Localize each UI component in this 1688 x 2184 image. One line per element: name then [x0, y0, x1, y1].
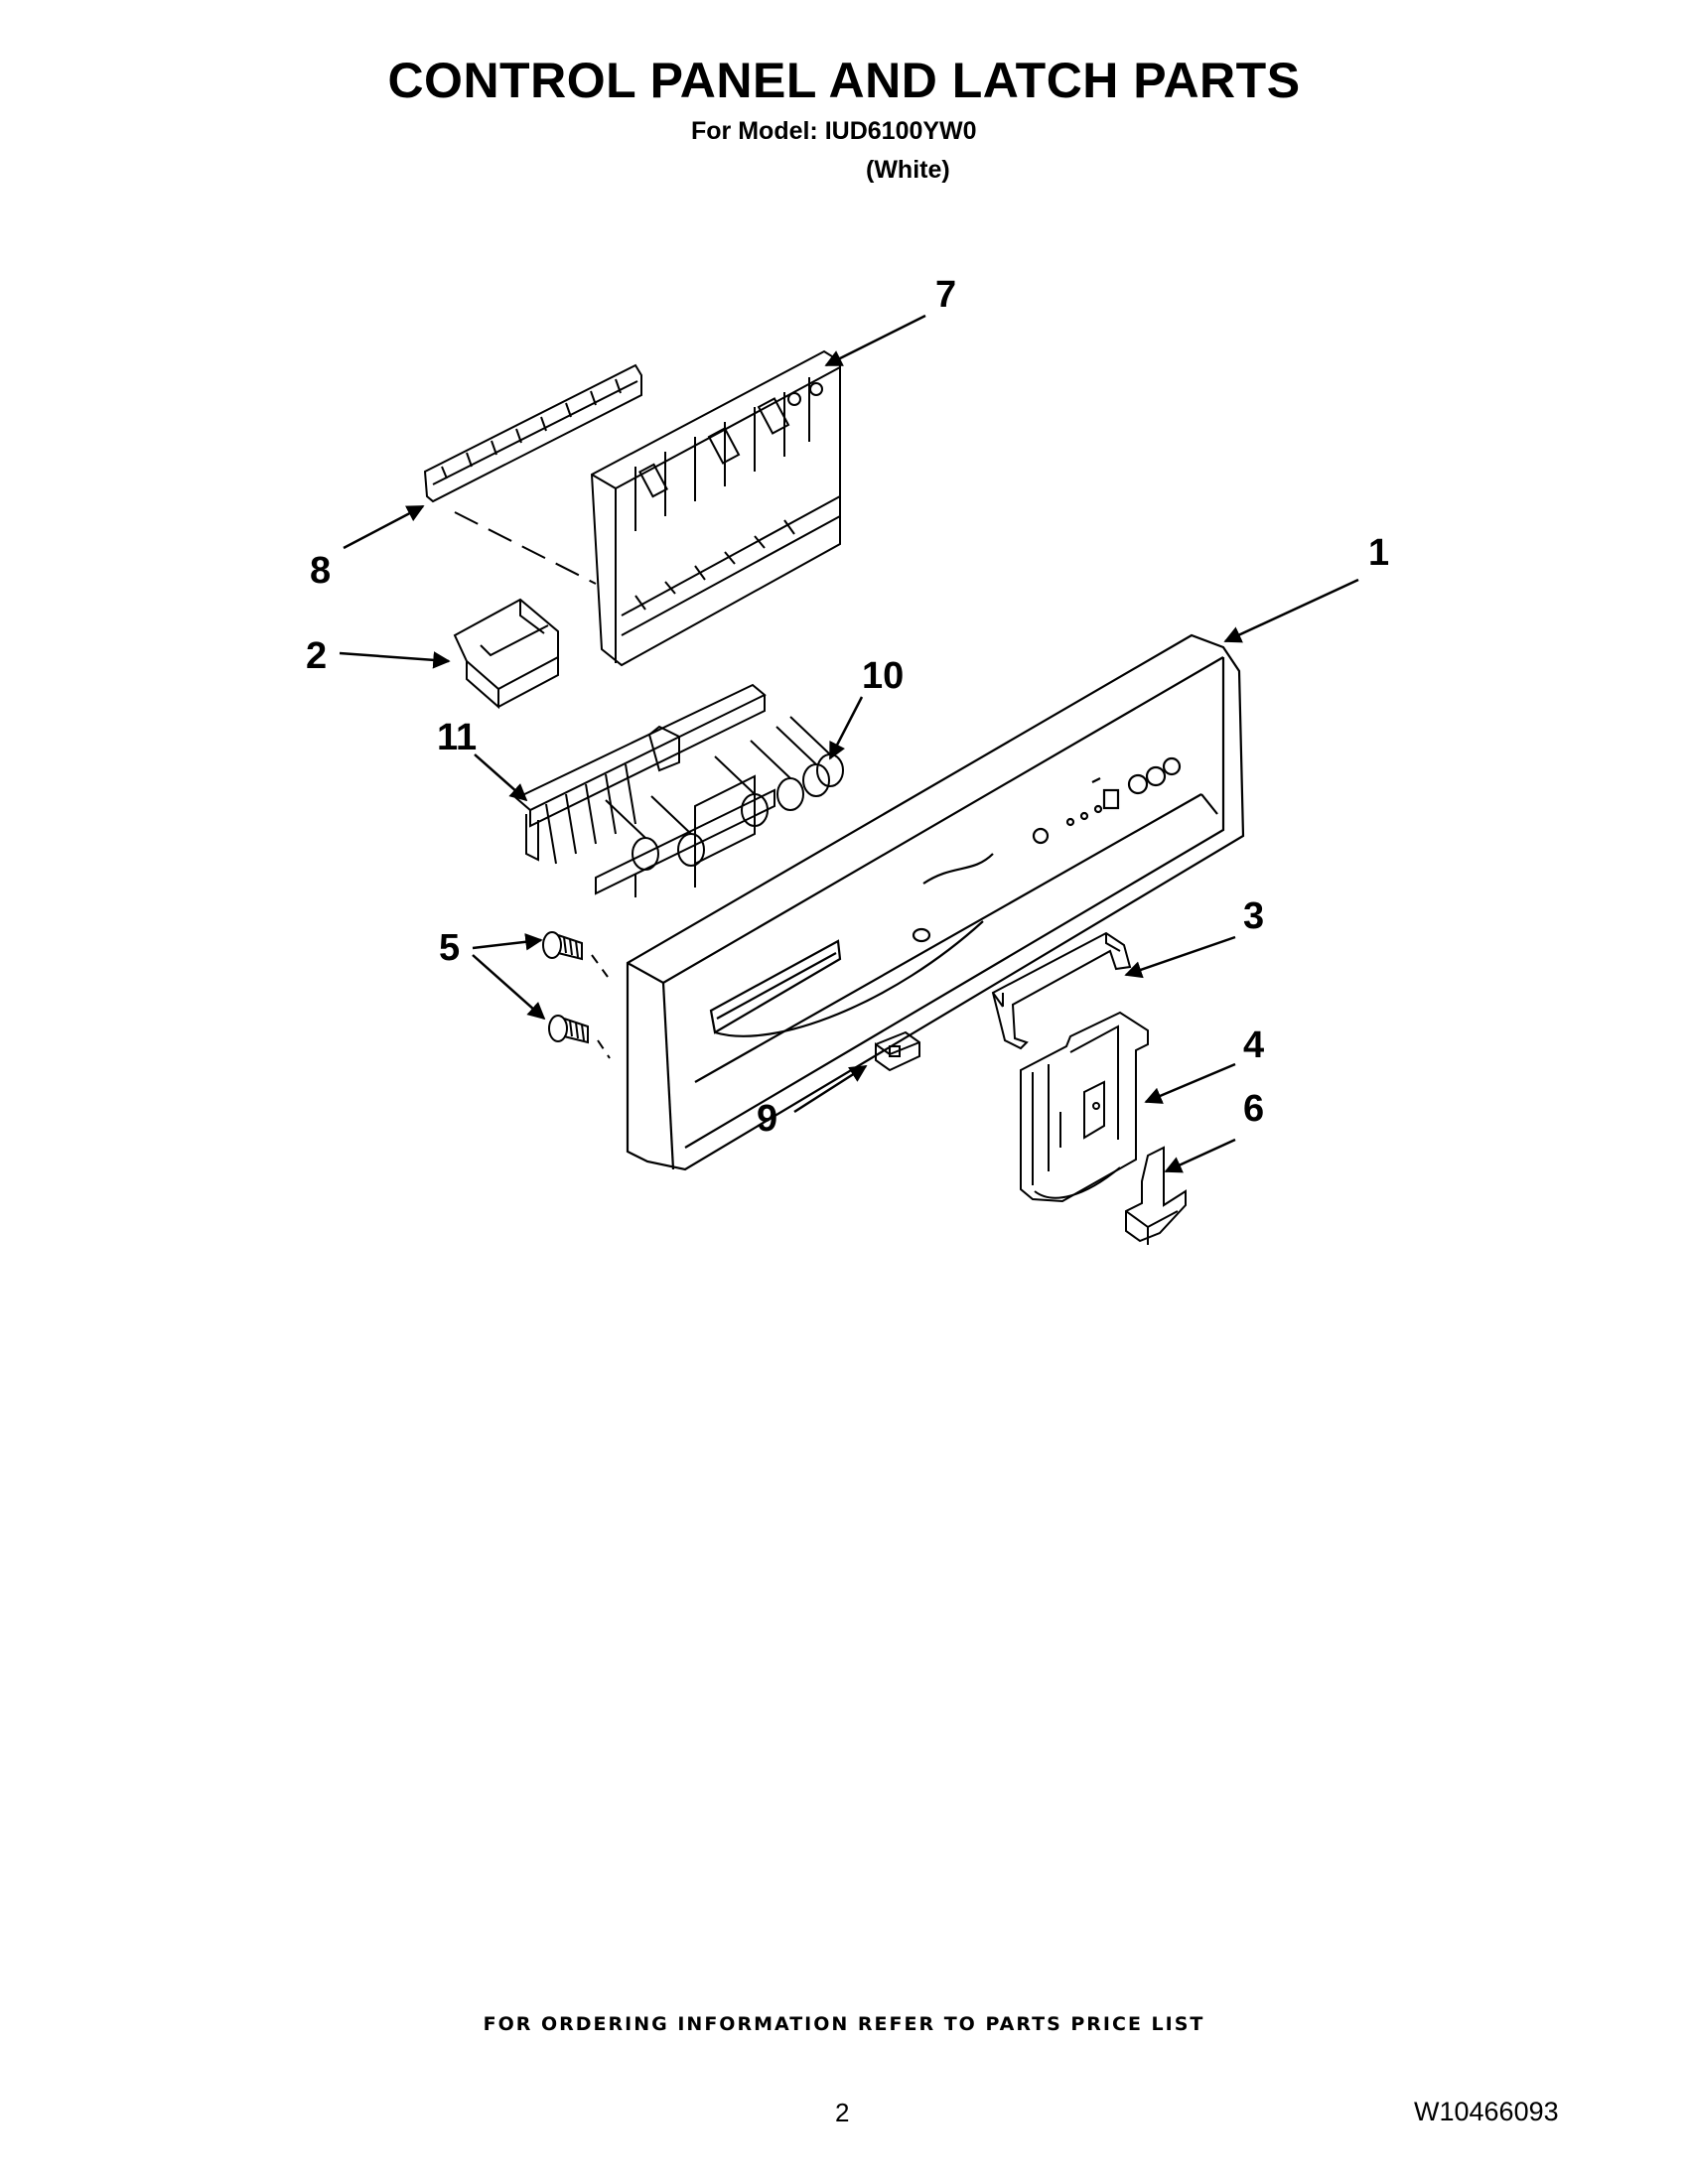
ordering-info: FOR ORDERING INFORMATION REFER TO PARTS … [483, 2013, 1205, 2035]
arrow-7 [824, 314, 926, 367]
part-8-alignment-line [454, 511, 597, 585]
callout-11: 11 [437, 717, 478, 758]
part-9-switch [875, 1030, 920, 1072]
callout-1: 1 [1368, 532, 1390, 574]
model-color: (White) [866, 156, 950, 184]
callout-8: 8 [310, 550, 332, 592]
callout-6: 6 [1243, 1088, 1265, 1130]
part-2-bracket [453, 598, 559, 710]
arrow-1 [1223, 578, 1359, 643]
arrow-8 [343, 504, 425, 550]
page-number: 2 [835, 2098, 850, 2127]
part-10-buttons [595, 716, 844, 897]
arrow-11 [474, 753, 528, 802]
arrow-4 [1144, 1062, 1236, 1104]
part-5-screws [542, 931, 589, 1044]
callout-4: 4 [1243, 1024, 1265, 1066]
callout-3: 3 [1243, 895, 1265, 937]
page-title: CONTROL PANEL AND LATCH PARTS [387, 53, 1301, 108]
callout-5: 5 [439, 927, 461, 969]
part-1-control-panel [626, 633, 1245, 1171]
arrow-3 [1124, 935, 1236, 979]
arrow-10 [828, 696, 864, 760]
callout-arrows [339, 314, 1359, 1173]
arrow-9 [793, 1064, 868, 1114]
arrow-2 [339, 651, 451, 669]
exploded-parts-diagram [339, 314, 1359, 1245]
part-4-latch-assembly [1020, 1011, 1149, 1203]
arrow-6 [1164, 1138, 1236, 1173]
callout-10: 10 [862, 655, 905, 697]
callout-9: 9 [757, 1098, 778, 1140]
callout-2: 2 [306, 635, 328, 677]
part-6-actuator [1125, 1146, 1187, 1245]
model-label: For Model: IUD6100YW0 [691, 117, 977, 145]
part-3-strike [991, 931, 1132, 1050]
arrow-5a [472, 933, 543, 951]
part-8-bracket [423, 363, 642, 503]
arrow-5b [472, 954, 546, 1021]
part-7-control-board [590, 349, 841, 667]
callout-7: 7 [935, 274, 957, 316]
document-number: W10466093 [1414, 2097, 1559, 2126]
part-11-actuator-frame [514, 683, 767, 865]
